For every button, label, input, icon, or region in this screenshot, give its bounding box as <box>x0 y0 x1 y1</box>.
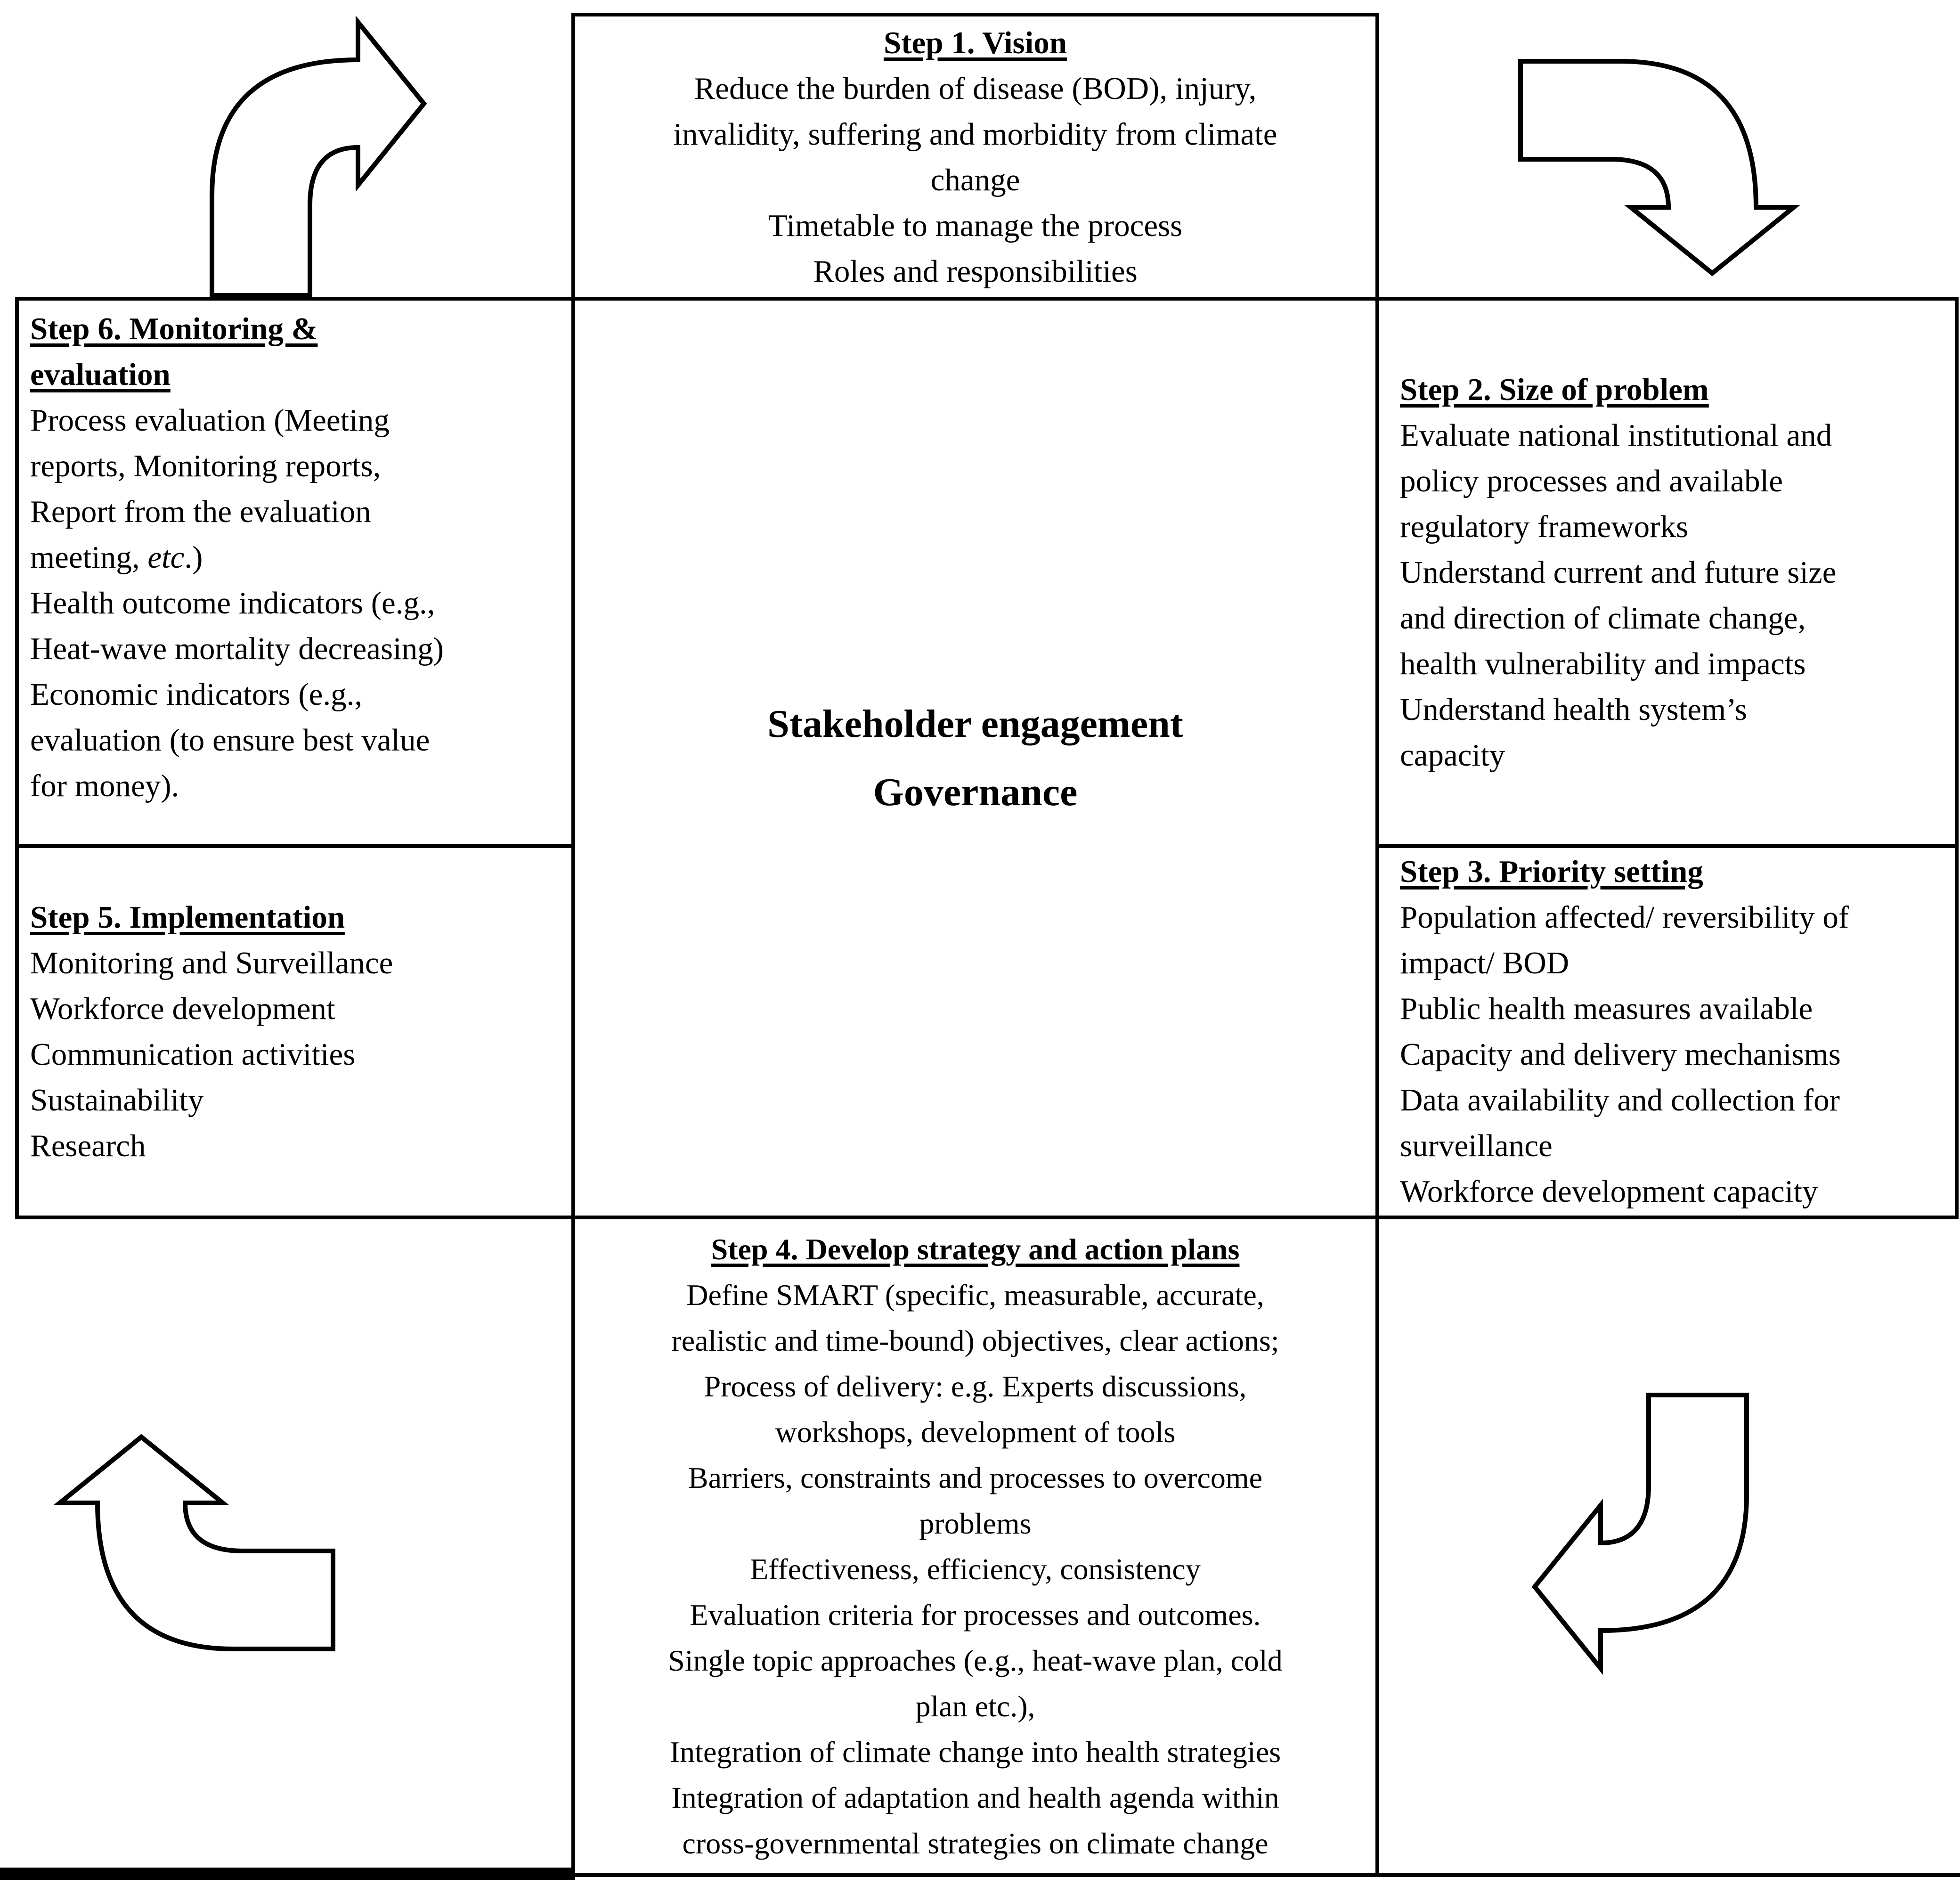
step6-title: Step 6. Monitoring & evaluation <box>30 306 565 398</box>
text-line: reports, Monitoring reports, <box>30 449 381 483</box>
divider-line <box>571 13 1379 16</box>
text-line: Governance <box>873 770 1078 814</box>
step5-title: Step 5. Implementation <box>30 895 565 940</box>
text-line: Step 3. Priority setting <box>1400 854 1703 889</box>
divider-line <box>15 844 575 848</box>
text-line: policy processes and available <box>1400 463 1783 498</box>
step1-title: Step 1. Vision <box>575 20 1375 66</box>
text-line: Step 6. Monitoring & <box>30 311 318 346</box>
text-line: Step 2. Size of problem <box>1400 372 1709 407</box>
text-line: Timetable to manage the process <box>768 208 1183 243</box>
text-line: Barriers, constraints and processes to o… <box>688 1461 1263 1494</box>
step2-title: Step 2. Size of problem <box>1400 367 1946 413</box>
bottom-rule <box>0 1868 575 1880</box>
step6-monitoring-evaluation-box: Step 6. Monitoring & evaluation Process e… <box>19 301 571 844</box>
curved-arrow-down-icon <box>1521 61 1794 273</box>
text-line: Health outcome indicators (e.g., <box>30 586 435 620</box>
step5-implementation-box: Step 5. Implementation Monitoring and Su… <box>19 848 571 1216</box>
divider-line <box>15 297 1959 301</box>
text-line: workshops, development of tools <box>775 1415 1176 1449</box>
text-line: Heat-wave mortality decreasing) <box>30 631 444 666</box>
divider-line <box>1955 297 1959 1219</box>
text-line: evaluation (to ensure best value <box>30 723 430 758</box>
divider-line <box>571 1873 1960 1877</box>
text-line: Research <box>30 1128 146 1163</box>
text-line: Workforce development <box>30 991 335 1026</box>
text-line: Process of delivery: e.g. Experts discus… <box>704 1370 1247 1403</box>
step3-title: Step 3. Priority setting <box>1400 849 1946 895</box>
curved-arrow-up-icon <box>60 1437 333 1649</box>
text-line: problems <box>919 1507 1032 1540</box>
text-line: Process evaluation (Meeting <box>30 403 390 438</box>
text-line: Capacity and delivery mechanisms <box>1400 1037 1841 1072</box>
text-line: realistic and time-bound) objectives, cl… <box>671 1324 1279 1357</box>
text-line: Monitoring and Surveillance <box>30 946 393 980</box>
text-line: change <box>930 163 1020 197</box>
text-line: Stakeholder engagement <box>767 702 1183 746</box>
step3-body: Population affected/ reversibility of imp… <box>1400 895 1946 1215</box>
text-line: meeting, etc.) <box>30 540 203 575</box>
step6-body: Process evaluation (Meeting reports, Moni… <box>30 398 565 809</box>
text-line: Workforce development capacity <box>1400 1174 1818 1209</box>
step1-body: Reduce the burden of disease (BOD), inju… <box>575 66 1375 294</box>
text-line: Define SMART (specific, measurable, accu… <box>686 1278 1264 1312</box>
step4-title: Step 4. Develop strategy and action plan… <box>575 1226 1375 1272</box>
text-line: Integration of adaptation and health age… <box>671 1781 1279 1814</box>
divider-line <box>15 297 19 1219</box>
text-line: plan etc.), <box>915 1689 1035 1723</box>
text-line: Step 4. Develop strategy and action plan… <box>711 1232 1240 1266</box>
text-line: Step 5. Implementation <box>30 900 345 935</box>
text-line: Evaluate national institutional and <box>1400 417 1832 453</box>
text-line: impact/ BOD <box>1400 946 1570 980</box>
text-line: for money). <box>30 768 179 803</box>
step2-body: Evaluate national institutional and polic… <box>1400 413 1946 778</box>
step2-size-of-problem-box: Step 2. Size of problem Evaluate nationa… <box>1379 301 1955 844</box>
text-line: cross-governmental strategies on climate… <box>682 1827 1269 1860</box>
divider-line <box>15 1216 1959 1219</box>
divider-line <box>571 13 575 1877</box>
text-line: Step 1. Vision <box>883 25 1067 60</box>
step3-priority-setting-box: Step 3. Priority setting Population affe… <box>1379 848 1955 1216</box>
divider-line <box>1375 844 1959 848</box>
text-line: Evaluation criteria for processes and ou… <box>690 1598 1261 1632</box>
curved-arrow-right-icon <box>212 22 424 295</box>
divider-line <box>1375 13 1379 1877</box>
text-line: Public health measures available <box>1400 991 1813 1026</box>
text-line: Reduce the burden of disease (BOD), inju… <box>694 71 1257 106</box>
text-line: Sustainability <box>30 1083 204 1118</box>
text-line: Communication activities <box>30 1037 356 1072</box>
step4-develop-strategy-box: Step 4. Develop strategy and action plan… <box>575 1219 1375 1873</box>
text-line: Understand health system’s <box>1400 692 1747 727</box>
step1-vision-box: Step 1. Vision Reduce the burden of dise… <box>575 19 1375 297</box>
text-line: capacity <box>1400 737 1505 773</box>
text-line: Population affected/ reversibility of <box>1400 900 1849 935</box>
text-line: Integration of climate change into healt… <box>669 1735 1281 1769</box>
text-line: Report from the evaluation <box>30 494 371 529</box>
step4-body: Define SMART (specific, measurable, accu… <box>575 1272 1375 1866</box>
text-line: invalidity, suffering and morbidity from… <box>673 117 1277 152</box>
text-line: health vulnerability and impacts <box>1400 646 1806 681</box>
curved-arrow-left-icon <box>1535 1395 1747 1668</box>
text-line: and direction of climate change, <box>1400 600 1806 636</box>
text-line: Economic indicators (e.g., <box>30 677 363 712</box>
text-line: Data availability and collection for <box>1400 1083 1840 1118</box>
text-line: Roles and responsibilities <box>813 254 1138 289</box>
text-line: surveillance <box>1400 1128 1553 1163</box>
text-line: evaluation <box>30 357 171 392</box>
text-line: regulatory frameworks <box>1400 509 1689 544</box>
text-line: Understand current and future size <box>1400 555 1837 590</box>
text-line: Single topic approaches (e.g., heat-wave… <box>668 1644 1283 1677</box>
text-line: Effectiveness, efficiency, consistency <box>750 1552 1201 1586</box>
